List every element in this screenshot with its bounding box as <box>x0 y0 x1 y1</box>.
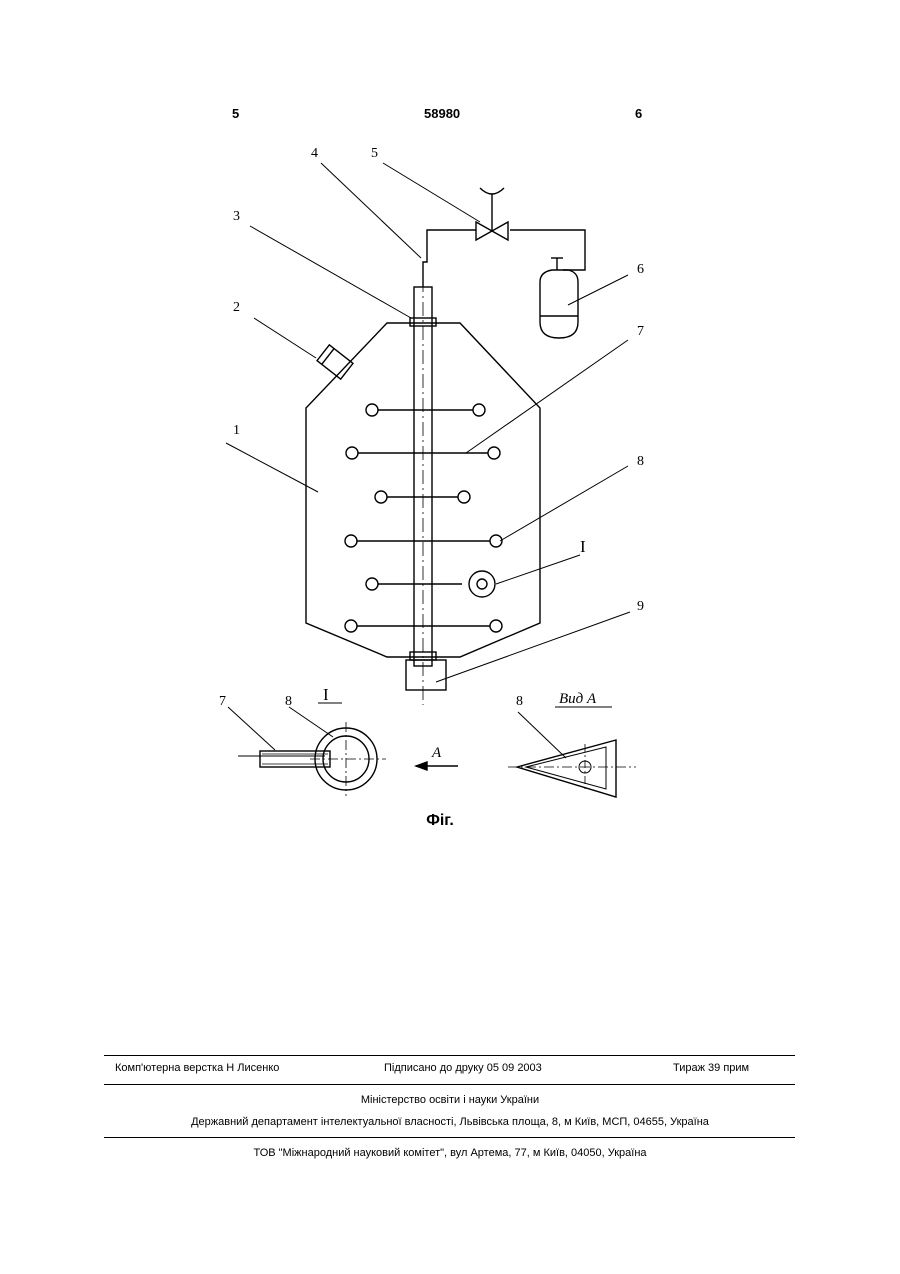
detail-label-7: 7 <box>219 694 226 709</box>
view-label-8: 8 <box>516 694 523 709</box>
footer-rule-bottom <box>104 1137 795 1138</box>
section-mark-i: I <box>580 537 586 556</box>
callout-4: 4 <box>311 146 318 161</box>
footer-typeset: Комп'ютерна верстка Н Лисенко <box>115 1062 279 1074</box>
view-a-title: Вид А <box>559 691 597 707</box>
footer-rule-middle <box>104 1084 795 1085</box>
callout-1: 1 <box>233 423 240 438</box>
inlet-nozzle <box>317 345 353 379</box>
view-arrow-a <box>416 762 458 770</box>
callout-8: 8 <box>637 454 644 469</box>
footer-signed: Підписано до друку 05 09 2003 <box>384 1062 542 1074</box>
technical-drawing: 1 2 3 4 5 6 7 8 9 I 7 8 I A Вид А 8 <box>0 0 900 840</box>
callout-6: 6 <box>637 262 644 277</box>
mixing-arms <box>345 404 502 632</box>
detail-label-8: 8 <box>285 694 292 709</box>
valve <box>476 188 508 240</box>
detail-section-title: I <box>323 685 329 704</box>
callout-2: 2 <box>233 300 240 315</box>
cylinder-pipe <box>510 230 585 270</box>
leader-lines <box>226 163 630 682</box>
footer-ministry: Міністерство освіти і науки України <box>0 1094 900 1106</box>
footer-copies: Тираж 39 прим <box>673 1062 749 1074</box>
footer-printer: ТОВ "Міжнародний науковий комітет", вул … <box>0 1147 900 1159</box>
gas-pipe <box>423 230 476 287</box>
footer-department: Державний департамент інтелектуальної вл… <box>0 1116 900 1128</box>
view-a-detail <box>508 707 636 797</box>
arrow-label-a: A <box>431 745 442 761</box>
callout-3: 3 <box>233 209 240 224</box>
outlet-nozzle <box>406 660 446 690</box>
callout-7: 7 <box>637 324 644 339</box>
figure-caption: Фіг. <box>0 812 880 830</box>
footer-rule-top <box>104 1055 795 1056</box>
callout-9: 9 <box>637 599 644 614</box>
section-detail-i <box>228 703 386 796</box>
callout-5: 5 <box>371 146 378 161</box>
